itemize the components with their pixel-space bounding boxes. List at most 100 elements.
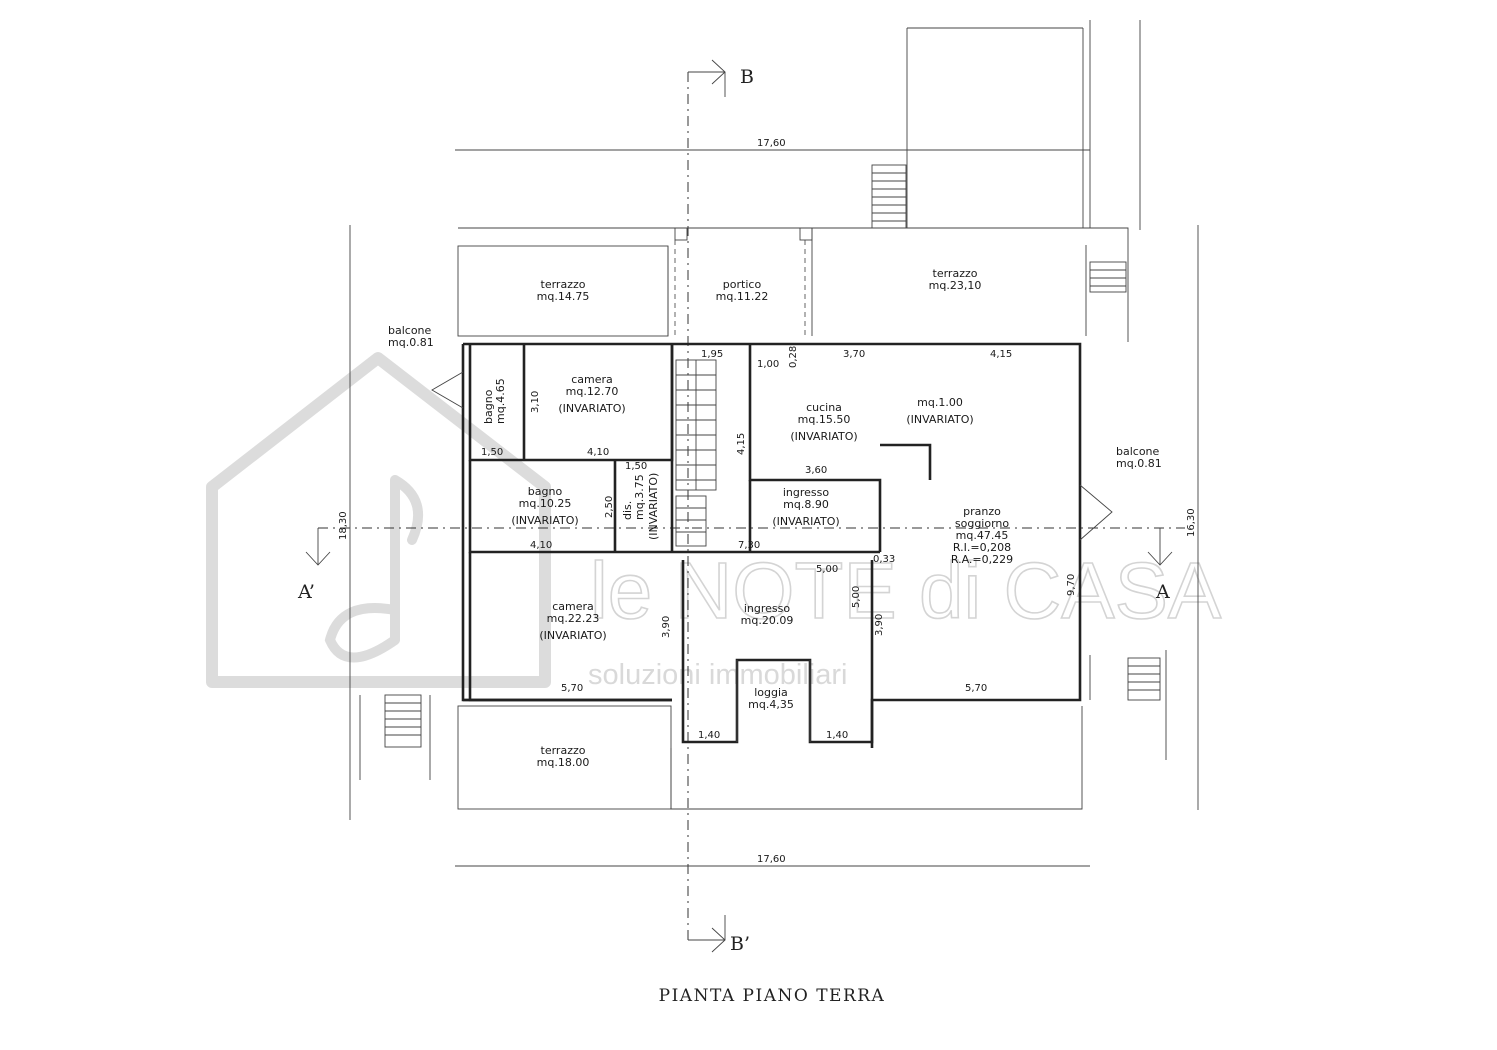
room-vano: mq.1.00 (INVARIATO) — [906, 396, 973, 426]
svg-text:mq.4.65: mq.4.65 — [494, 378, 507, 424]
svg-text:5,00: 5,00 — [816, 564, 838, 575]
svg-text:5,70: 5,70 — [965, 683, 987, 694]
svg-text:mq.18.00: mq.18.00 — [537, 756, 590, 769]
svg-text:camera: camera — [571, 373, 613, 386]
svg-text:3,60: 3,60 — [805, 465, 827, 476]
svg-text:portico: portico — [723, 278, 762, 291]
svg-text:4,10: 4,10 — [587, 447, 609, 458]
svg-text:1,95: 1,95 — [701, 349, 723, 360]
room-balcone-e: balcone mq.0.81 — [1116, 445, 1162, 470]
svg-text:mq.22.23: mq.22.23 — [547, 612, 600, 625]
svg-text:0,33: 0,33 — [873, 554, 895, 565]
svg-text:mq.23,10: mq.23,10 — [929, 279, 982, 292]
plan-title: PIANTA PIANO TERRA — [659, 986, 886, 1006]
watermark-brand: le NOTE di CASA — [590, 546, 1222, 635]
room-bagno-small: bagno mq.4.65 — [482, 378, 507, 424]
svg-text:0,28: 0,28 — [788, 346, 799, 368]
svg-text:terrazzo: terrazzo — [541, 278, 586, 291]
svg-text:mq.4,35: mq.4,35 — [748, 698, 794, 711]
svg-text:4,15: 4,15 — [990, 349, 1012, 360]
svg-text:(INVARIATO): (INVARIATO) — [790, 430, 857, 443]
site-outline — [359, 20, 1167, 780]
svg-text:mq.47.45: mq.47.45 — [956, 529, 1009, 542]
svg-text:1,40: 1,40 — [826, 730, 848, 741]
svg-text:mq.10.25: mq.10.25 — [519, 497, 572, 510]
dim-height-right: 16,30 — [1186, 508, 1197, 537]
svg-text:mq.0.81: mq.0.81 — [388, 336, 434, 349]
svg-text:(INVARIATO): (INVARIATO) — [539, 629, 606, 642]
svg-text:(INVARIATO): (INVARIATO) — [647, 473, 660, 540]
dim-width-top: 17,60 — [757, 138, 786, 149]
svg-text:5,70: 5,70 — [561, 683, 583, 694]
room-terrazzo-s: terrazzo mq.18.00 — [537, 744, 590, 769]
svg-text:mq.12.70: mq.12.70 — [566, 385, 619, 398]
svg-text:mq.3.75: mq.3.75 — [633, 474, 646, 520]
svg-text:terrazzo: terrazzo — [933, 267, 978, 280]
svg-text:(INVARIATO): (INVARIATO) — [558, 402, 625, 415]
svg-text:(INVARIATO): (INVARIATO) — [511, 514, 578, 527]
svg-text:mq.0.81: mq.0.81 — [1116, 457, 1162, 470]
svg-text:bagno: bagno — [482, 389, 495, 424]
section-mark-b: B — [740, 66, 754, 88]
svg-text:R.I.=0,208: R.I.=0,208 — [953, 541, 1011, 554]
svg-text:7,30: 7,30 — [738, 540, 760, 551]
svg-text:1,50: 1,50 — [481, 447, 503, 458]
room-ingresso-n: ingresso mq.8.90 (INVARIATO) — [772, 486, 839, 528]
svg-text:camera: camera — [552, 600, 594, 613]
walls — [431, 227, 1129, 810]
svg-text:bagno: bagno — [528, 485, 563, 498]
svg-text:cucina: cucina — [806, 401, 842, 414]
svg-text:terrazzo: terrazzo — [541, 744, 586, 757]
svg-text:mq.20.09: mq.20.09 — [741, 614, 794, 627]
svg-text:loggia: loggia — [754, 686, 788, 699]
section-mark-a-prime: A’ — [297, 581, 315, 603]
svg-text:3,70: 3,70 — [843, 349, 865, 360]
svg-text:1,00: 1,00 — [757, 359, 779, 370]
svg-text:4,15: 4,15 — [736, 433, 747, 455]
room-cucina: cucina mq.15.50 (INVARIATO) — [790, 401, 857, 443]
svg-text:mq.1.00: mq.1.00 — [917, 396, 963, 409]
svg-text:3,10: 3,10 — [530, 391, 541, 413]
svg-text:3,90: 3,90 — [874, 614, 885, 636]
svg-text:1,40: 1,40 — [698, 730, 720, 741]
room-labels: terrazzo mq.14.75 portico mq.11.22 terra… — [388, 267, 1162, 769]
svg-text:(INVARIATO): (INVARIATO) — [906, 413, 973, 426]
svg-text:mq.15.50: mq.15.50 — [798, 413, 851, 426]
dim-width-bottom: 17,60 — [757, 854, 786, 865]
room-bagno-big: bagno mq.10.25 (INVARIATO) — [511, 485, 578, 527]
room-terrazzo-nw: terrazzo mq.14.75 — [537, 278, 590, 303]
watermark-tagline: soluzioni immobiliari — [588, 659, 847, 691]
room-dis: dis. mq.3.75 (INVARIATO) — [621, 473, 660, 540]
room-ingresso-s: ingresso mq.20.09 — [741, 602, 794, 627]
svg-text:1,50: 1,50 — [625, 461, 647, 472]
svg-text:dis.: dis. — [621, 501, 634, 520]
room-terrazzo-ne: terrazzo mq.23,10 — [929, 267, 982, 292]
svg-text:pranzo: pranzo — [963, 505, 1001, 518]
room-portico: portico mq.11.22 — [716, 278, 769, 303]
svg-text:mq.8.90: mq.8.90 — [783, 498, 829, 511]
svg-text:mq.11.22: mq.11.22 — [716, 290, 769, 303]
svg-text:ingresso: ingresso — [783, 486, 830, 499]
room-balcone-w: balcone mq.0.81 — [388, 324, 434, 349]
room-camera-s: camera mq.22.23 (INVARIATO) — [539, 600, 606, 642]
svg-text:balcone: balcone — [1116, 445, 1160, 458]
section-lines: B B’ A’ A — [297, 59, 1185, 955]
watermark: le NOTE di CASA soluzioni immobiliari — [206, 352, 1223, 691]
svg-text:balcone: balcone — [388, 324, 432, 337]
watermark-house-icon — [206, 352, 551, 688]
svg-text:5,00: 5,00 — [851, 586, 862, 608]
svg-text:9,70: 9,70 — [1066, 574, 1077, 596]
overall-dimensions: 17,60 17,60 18,30 16,30 — [338, 138, 1199, 867]
svg-text:4,10: 4,10 — [530, 540, 552, 551]
svg-text:2,50: 2,50 — [604, 496, 615, 518]
section-mark-a: A — [1155, 581, 1170, 603]
room-dimensions: 1,95 1,00 0,28 3,70 4,15 3,10 1,50 4,10 … — [481, 346, 1077, 741]
svg-text:mq.14.75: mq.14.75 — [537, 290, 590, 303]
svg-text:3,90: 3,90 — [661, 616, 672, 638]
svg-text:R.A.=0,229: R.A.=0,229 — [951, 553, 1013, 566]
room-loggia: loggia mq.4,35 — [748, 686, 794, 711]
svg-text:(INVARIATO): (INVARIATO) — [772, 515, 839, 528]
svg-text:ingresso: ingresso — [744, 602, 791, 615]
section-mark-b-prime: B’ — [730, 933, 750, 955]
